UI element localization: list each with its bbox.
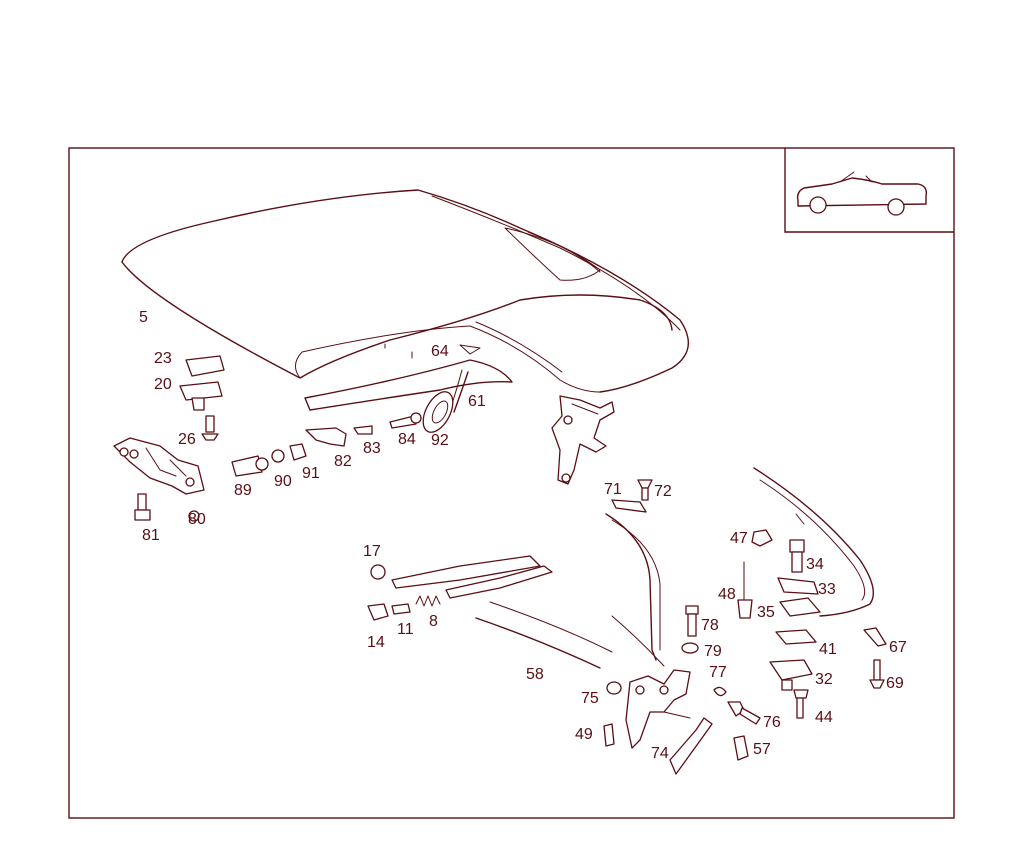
- linkage-rods: [367, 555, 553, 621]
- inset-box: [784, 148, 954, 233]
- plate-41: [775, 629, 817, 645]
- bolt-81: [134, 493, 151, 521]
- label-90: 90: [274, 473, 292, 490]
- part-92-ring: [422, 391, 454, 433]
- label-44: 44: [815, 709, 833, 726]
- screw-69: [869, 659, 885, 689]
- part-61-strip: [453, 371, 469, 413]
- diagram-frame: [68, 147, 955, 819]
- label-81: 81: [142, 527, 160, 544]
- part-71: [611, 499, 647, 513]
- rear-body-edge: [753, 467, 874, 617]
- label-74: 74: [651, 745, 669, 762]
- lower-hinge-assembly: [603, 669, 761, 775]
- label-32: 32: [815, 671, 833, 688]
- label-64: 64: [431, 343, 449, 360]
- label-35: 35: [757, 604, 775, 621]
- clip-57: [733, 735, 749, 761]
- label-91: 91: [302, 465, 320, 482]
- nut-47: [751, 529, 773, 547]
- label-14: 14: [367, 634, 385, 651]
- hardtop-roof: [121, 189, 689, 393]
- label-57: 57: [753, 741, 771, 758]
- label-71: 71: [604, 481, 622, 498]
- label-75: 75: [581, 690, 599, 707]
- label-72: 72: [654, 483, 672, 500]
- screw-44: [793, 689, 809, 719]
- label-76: 76: [763, 714, 781, 731]
- label-33: 33: [818, 581, 836, 598]
- label-11: 11: [397, 621, 414, 638]
- bushings-row: [231, 443, 307, 477]
- label-83: 83: [363, 440, 381, 457]
- bolt-78: [685, 605, 699, 637]
- label-58: 58: [526, 666, 544, 683]
- label-34: 34: [806, 556, 824, 573]
- label-69: 69: [886, 675, 904, 692]
- label-48: 48: [718, 586, 736, 603]
- label-79: 79: [704, 643, 722, 660]
- part-82: [305, 427, 347, 447]
- label-82: 82: [334, 453, 352, 470]
- rail-58: [475, 617, 601, 669]
- callout-labels: 5 23 20 26 80 81 89 90 91 82 83 84 92 61…: [139, 309, 907, 762]
- bolt-48: [737, 561, 753, 619]
- screw-72: [637, 479, 653, 501]
- bolt-34: [789, 539, 805, 573]
- label-80: 80: [188, 511, 206, 528]
- screw-26: [201, 415, 219, 441]
- label-20: 20: [154, 376, 172, 393]
- label-92: 92: [431, 432, 449, 449]
- washer-79: [681, 642, 699, 654]
- control-cable: [605, 513, 657, 661]
- label-78: 78: [701, 617, 719, 634]
- label-77: 77: [709, 664, 727, 681]
- label-8: 8: [429, 613, 438, 630]
- label-89: 89: [234, 482, 252, 499]
- label-49: 49: [575, 726, 593, 743]
- part-83: [353, 425, 373, 435]
- seal-rail: [304, 343, 513, 411]
- plate-33: [777, 577, 819, 595]
- label-61: 61: [468, 393, 486, 410]
- label-47: 47: [730, 530, 748, 547]
- label-41: 41: [819, 641, 837, 658]
- label-23: 23: [154, 350, 172, 367]
- stud-32: [781, 679, 793, 691]
- label-67: 67: [889, 639, 907, 656]
- bolt-84: [389, 412, 422, 429]
- label-84: 84: [398, 431, 416, 448]
- bracket-32: [769, 659, 813, 681]
- rear-latch-mechanism: [551, 395, 615, 485]
- bolt-76: [727, 701, 761, 725]
- bracket-35: [779, 597, 821, 617]
- label-5: 5: [139, 309, 148, 326]
- convertible-car-icon: [796, 171, 928, 216]
- label-17: 17: [363, 543, 381, 560]
- clip-67: [863, 627, 887, 647]
- left-hinge-assembly: [113, 355, 225, 522]
- label-26: 26: [178, 431, 196, 448]
